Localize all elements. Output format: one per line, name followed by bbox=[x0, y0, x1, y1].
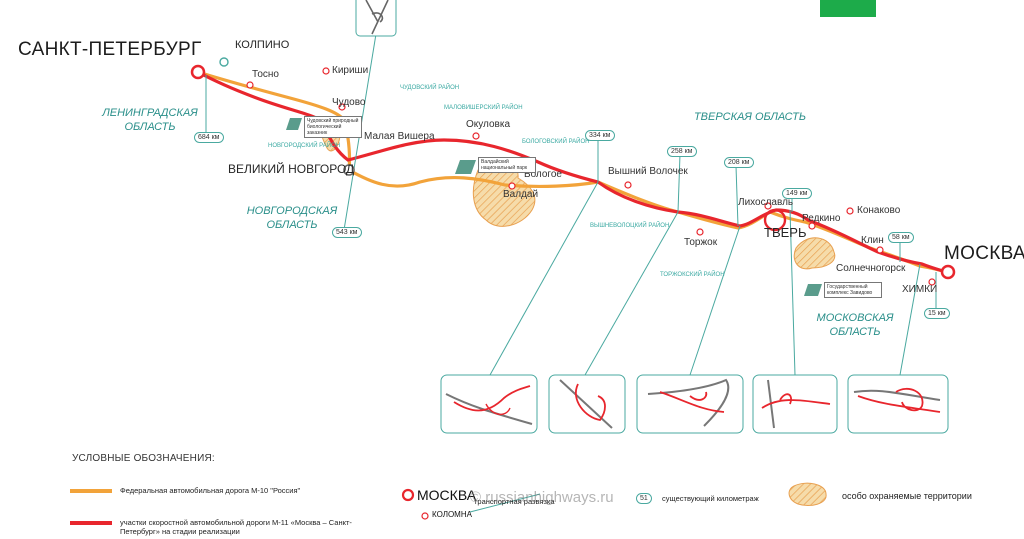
km-marker-149: 149 км bbox=[782, 188, 812, 199]
city-label-spb: САНКТ-ПЕТЕРБУРГ bbox=[18, 39, 202, 60]
city-label-tosno: Тосно bbox=[252, 69, 279, 80]
interchange-box-5 bbox=[847, 374, 949, 434]
interchange-box-4 bbox=[752, 374, 838, 434]
city-label-torzhok: Торжок bbox=[684, 237, 718, 248]
region-label-leningrad: ЛЕНИНГРАДСКАЯ ОБЛАСТЬ bbox=[102, 107, 198, 133]
district-label-novgorodsky: НОВГОРОДСКИЙ РАЙОН bbox=[268, 143, 341, 149]
km-marker-15: 15 км bbox=[924, 308, 950, 319]
district-label-bologovsky: БОЛОГОВСКИЙ РАЙОН bbox=[522, 139, 590, 145]
city-label-chudovo: Чудово bbox=[332, 97, 366, 108]
legend-m11-text: участки скоростной автомобильной дороги … bbox=[120, 518, 352, 537]
interchange-box-top bbox=[355, 0, 397, 37]
city-label-klin: Клин bbox=[861, 235, 884, 246]
km-marker-258: 258 км bbox=[667, 146, 697, 157]
protected-label-zavidovo: Государственный комплекс Завидово bbox=[824, 282, 882, 298]
legend-city-big-text: МОСКВА bbox=[417, 487, 477, 503]
zone-marker-valdaisky bbox=[455, 160, 476, 174]
brand-logo bbox=[820, 0, 876, 17]
interchange-box-3 bbox=[636, 374, 744, 434]
city-label-okulovka: Окуловка bbox=[466, 119, 511, 130]
legend-interchange-text: транспортная развязка bbox=[474, 497, 555, 506]
city-label-veliky-novgorod: ВЕЛИКИЙ НОВГОРОД bbox=[228, 162, 355, 176]
legend-protected-text: особо охраняемые территории bbox=[842, 491, 972, 501]
region-label-moscow: МОСКОВСКАЯ ОБЛАСТЬ bbox=[816, 312, 894, 338]
legend-city-small-text: КОЛОМНА bbox=[432, 510, 472, 519]
region-label-tver: ТВЕРСКАЯ ОБЛАСТЬ bbox=[693, 111, 807, 123]
district-label-chudovsky: ЧУДОВСКИЙ РАЙОН bbox=[400, 85, 460, 91]
city-label-redkino: Редкино bbox=[802, 213, 841, 224]
zone-marker-chudovsky bbox=[286, 118, 302, 130]
legend-title: УСЛОВНЫЕ ОБОЗНАЧЕНИЯ: bbox=[72, 453, 215, 464]
city-label-kolpino: КОЛПИНО bbox=[235, 39, 290, 51]
city-label-tver: ТВЕРЬ bbox=[764, 225, 807, 240]
tver-loop bbox=[763, 208, 787, 232]
protected-label-chudovsky: Чудовский природный биологический заказн… bbox=[304, 116, 362, 138]
protected-label-valdaisky: Валдайский национальный парк bbox=[478, 157, 536, 173]
legend-km-text: существующий километраж bbox=[662, 494, 759, 503]
watermark: © russianhighways.ru bbox=[470, 489, 614, 506]
city-label-vyshny-volochek: Вышний Волочек bbox=[608, 166, 688, 177]
city-label-khimki: ХИМКИ bbox=[902, 284, 938, 295]
region-label-novgorod: НОВГОРОДСКАЯ ОБЛАСТЬ bbox=[246, 205, 338, 231]
zavidovo-protected-area bbox=[793, 237, 836, 270]
legend-city-small-symbol bbox=[421, 512, 429, 520]
city-markers bbox=[190, 57, 956, 286]
km-marker-208: 208 км bbox=[724, 157, 754, 168]
km-marker-684: 684 км bbox=[194, 132, 224, 143]
city-label-bologoe: Бологое bbox=[524, 169, 562, 180]
city-label-malaya-vishera: Малая Вишера bbox=[364, 131, 435, 142]
city-label-likhoslavl: Лихославль bbox=[738, 197, 794, 208]
legend-interchange-line bbox=[469, 493, 541, 513]
km-marker-58: 58 км bbox=[888, 232, 914, 243]
city-label-valdai: Валдай bbox=[503, 189, 539, 200]
district-label-malovishersky: МАЛОВИШЕРСКИЙ РАЙОН bbox=[444, 105, 523, 111]
city-label-solnechnogorsk: Солнечногорск bbox=[836, 263, 906, 274]
km-marker-334: 334 км bbox=[585, 130, 615, 141]
interchange-box-1 bbox=[440, 374, 538, 434]
km-marker-543: 543 км bbox=[332, 227, 362, 238]
district-label-torzhoksky: ТОРЖОКСКИЙ РАЙОН bbox=[660, 272, 725, 278]
legend-km-sample: 51 bbox=[636, 493, 652, 504]
district-label-vyshnevolotsky: ВЫШНЕВОЛОЦКИЙ РАЙОН bbox=[590, 223, 670, 229]
interchange-box-2 bbox=[548, 374, 626, 434]
city-label-kirishi: Кириши bbox=[332, 65, 369, 76]
city-label-konakovo: Конаково bbox=[857, 205, 901, 216]
legend-m10-text: Федеральная автомобильная дорога М-10 "Р… bbox=[120, 486, 301, 495]
legend-city-big-symbol bbox=[401, 488, 415, 502]
zone-marker-zavidovo bbox=[804, 284, 822, 296]
legend-protected-symbol bbox=[788, 482, 827, 507]
city-label-moscow: МОСКВА bbox=[944, 243, 1024, 264]
